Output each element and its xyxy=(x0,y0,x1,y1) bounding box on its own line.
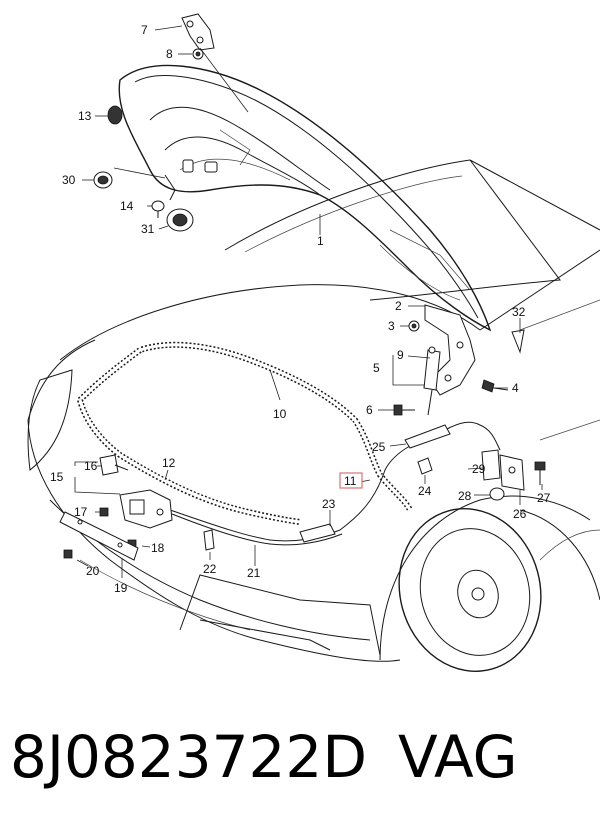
callout-9: 9 xyxy=(397,348,404,362)
callout-3: 3 xyxy=(388,319,395,333)
brand-label: VAG xyxy=(398,723,518,791)
callout-11: 11 xyxy=(344,474,357,488)
lever-29-part[interactable] xyxy=(481,449,501,481)
bolt-27-part[interactable] xyxy=(534,461,546,485)
switch-16-part[interactable] xyxy=(99,454,129,476)
callout-24: 24 xyxy=(418,484,432,498)
callout-20: 20 xyxy=(86,564,100,578)
gas-strut-5-part[interactable] xyxy=(423,346,441,416)
grommet-30-part[interactable] xyxy=(93,171,113,189)
lock-carrier-bracket-19[interactable] xyxy=(59,511,139,561)
callout-1: 1 xyxy=(317,234,324,248)
callout-29: 29 xyxy=(472,462,486,476)
callout-21: 21 xyxy=(247,566,261,580)
callout-5: 5 xyxy=(373,361,380,375)
callout-32: 32 xyxy=(512,305,526,319)
callout-27: 27 xyxy=(537,491,551,505)
leader-lines xyxy=(74,25,543,578)
callout-30: 30 xyxy=(62,173,76,187)
bolt-6-part[interactable] xyxy=(393,404,415,416)
bolt-20-part[interactable] xyxy=(63,549,73,559)
hood-lock-15[interactable] xyxy=(119,489,173,529)
callout-6: 6 xyxy=(366,403,373,417)
part-number: 8J0823722D xyxy=(10,723,367,791)
car-body-outline xyxy=(27,159,600,672)
callout-16: 16 xyxy=(84,459,98,473)
callout-25: 25 xyxy=(372,440,386,454)
front-seal-12[interactable] xyxy=(77,399,301,525)
grommet-31-part[interactable] xyxy=(166,208,194,232)
clip-22-part[interactable] xyxy=(203,529,215,551)
release-handle-26[interactable] xyxy=(499,454,525,491)
callout-13: 13 xyxy=(78,109,92,123)
exploded-parts-diagram: 7 8 13 30 14 31 1 2 3 32 9 5 4 6 10 25 1… xyxy=(27,13,600,672)
hood-latch-striker xyxy=(164,159,218,201)
callout-11-highlight-box xyxy=(339,472,363,489)
bracket-32-part[interactable] xyxy=(511,329,525,354)
bushing-28-part[interactable] xyxy=(489,487,505,501)
rubber-buffer-13-part[interactable] xyxy=(107,105,123,125)
callout-28: 28 xyxy=(458,489,472,503)
callout-22: 22 xyxy=(203,562,217,576)
callout-31: 31 xyxy=(141,222,155,236)
callout-23: 23 xyxy=(322,497,336,511)
callout-14: 14 xyxy=(120,199,134,213)
footer: 8J0823722D VAG xyxy=(0,720,600,820)
callout-2: 2 xyxy=(395,299,402,313)
callout-8: 8 xyxy=(166,47,173,61)
nut-3-part[interactable] xyxy=(408,320,420,332)
clip-14-part[interactable] xyxy=(151,200,165,218)
hinge-bracket-top[interactable] xyxy=(181,13,215,51)
bolt-8-part[interactable] xyxy=(192,48,204,60)
clip-25-part[interactable] xyxy=(404,424,451,449)
callout-18: 18 xyxy=(151,541,165,555)
callout-10: 10 xyxy=(273,407,287,421)
callout-26: 26 xyxy=(513,507,527,521)
callout-7: 7 xyxy=(141,23,148,37)
callout-12: 12 xyxy=(162,456,176,470)
callout-19: 19 xyxy=(114,581,128,595)
callout-17: 17 xyxy=(74,505,88,519)
bolt-17-part[interactable] xyxy=(99,507,109,517)
bolt-4-part[interactable] xyxy=(481,379,509,393)
release-cable-21[interactable] xyxy=(169,421,501,546)
callout-15: 15 xyxy=(50,470,64,484)
engine-bay-seal-10[interactable] xyxy=(77,341,413,512)
hood-panel[interactable] xyxy=(118,64,492,332)
clip-24-part[interactable] xyxy=(417,457,433,475)
callout-labels: 7 8 13 30 14 31 1 2 3 32 9 5 4 6 10 25 1… xyxy=(50,23,551,595)
callout-4: 4 xyxy=(512,381,519,395)
